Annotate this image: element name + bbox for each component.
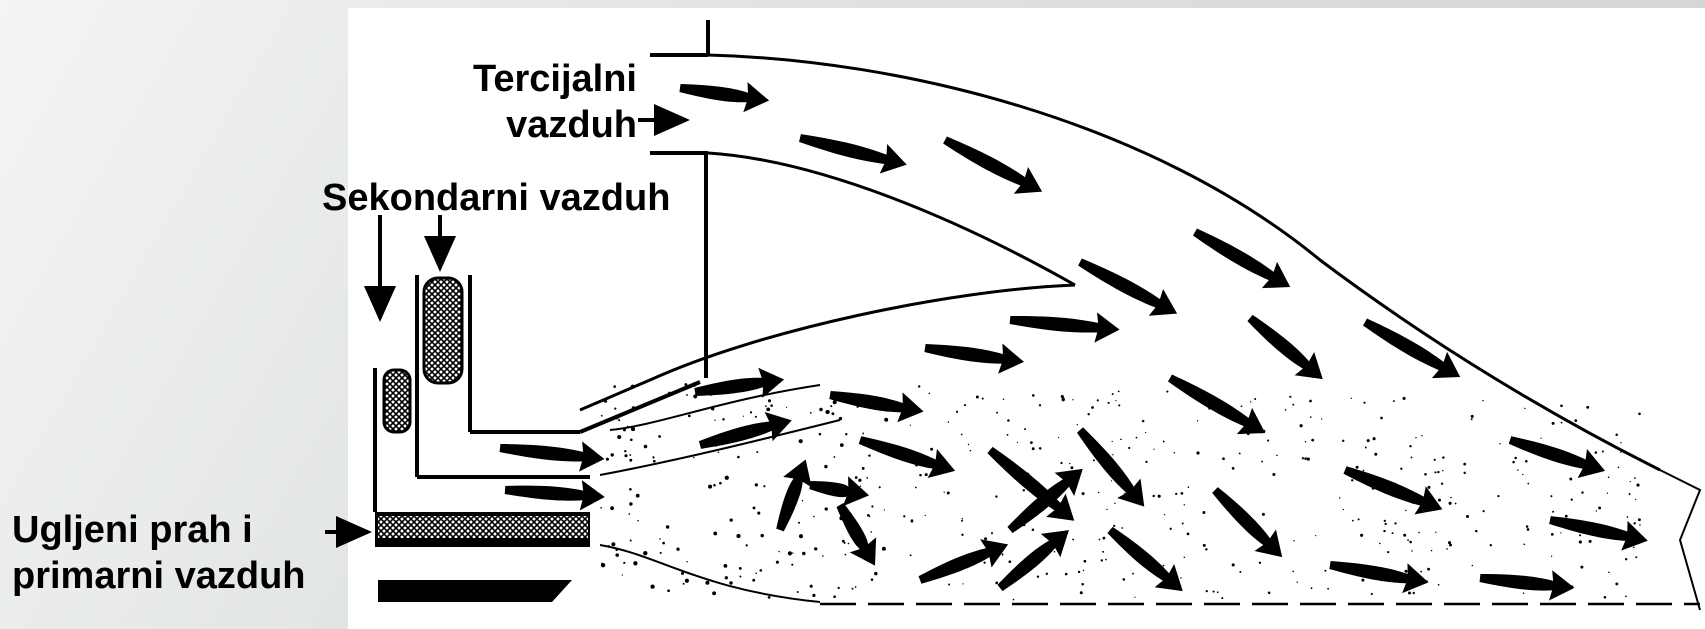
flow-arrow-icon xyxy=(1204,479,1293,568)
flow-arrow-icon xyxy=(1339,456,1448,524)
secondary-air-label: Sekondarni vazduh xyxy=(322,175,670,221)
flow-arrow-icon xyxy=(1327,550,1431,597)
flow-arrow-icon xyxy=(807,470,871,510)
flow-arrow-icon xyxy=(855,426,959,486)
flow-arrow-icon xyxy=(1478,563,1576,603)
flow-arrow-icon xyxy=(1240,306,1332,390)
flow-arrow-icon xyxy=(923,333,1026,377)
burner-filter-icon xyxy=(424,278,462,383)
flow-arrow-icon xyxy=(678,73,771,116)
coal-dust-particles xyxy=(600,382,1641,600)
flow-arrow-icon xyxy=(766,454,820,535)
flow-arrow-icon xyxy=(504,475,606,512)
flow-arrow-icon xyxy=(990,519,1078,600)
tertiary-air-label: Tercijalni vazduh xyxy=(473,56,637,148)
flow-arrow-icon xyxy=(938,127,1049,205)
burner-filter-icon xyxy=(384,370,410,432)
coal-primary-air-label: Ugljeni prah i primarni vazduh xyxy=(12,507,306,599)
coal-dust-fill xyxy=(378,516,588,538)
flow-arrow-icon xyxy=(827,380,926,426)
tertiary-air-label-line2: vazduh xyxy=(473,102,637,148)
flow-arrow-icon xyxy=(1073,249,1184,327)
coal-label-line1: Ugljeni prah i xyxy=(12,507,306,553)
flow-arrow-icon xyxy=(1100,518,1192,602)
flame-envelope xyxy=(580,55,1700,610)
tertiary-air-label-line1: Tercijalni xyxy=(473,56,637,102)
flow-arrow-icon xyxy=(1009,305,1121,345)
flow-arrow-icon xyxy=(498,433,606,474)
flow-arrow-icon xyxy=(827,497,888,573)
coal-label-line2: primarni vazduh xyxy=(12,553,306,599)
flow-arrow-icon xyxy=(1547,505,1651,556)
coal-channel-floor xyxy=(375,540,590,547)
flow-arrow-icon xyxy=(1162,365,1272,446)
burner-base-plate xyxy=(378,580,572,602)
flow-arrow-icon xyxy=(1068,420,1156,516)
